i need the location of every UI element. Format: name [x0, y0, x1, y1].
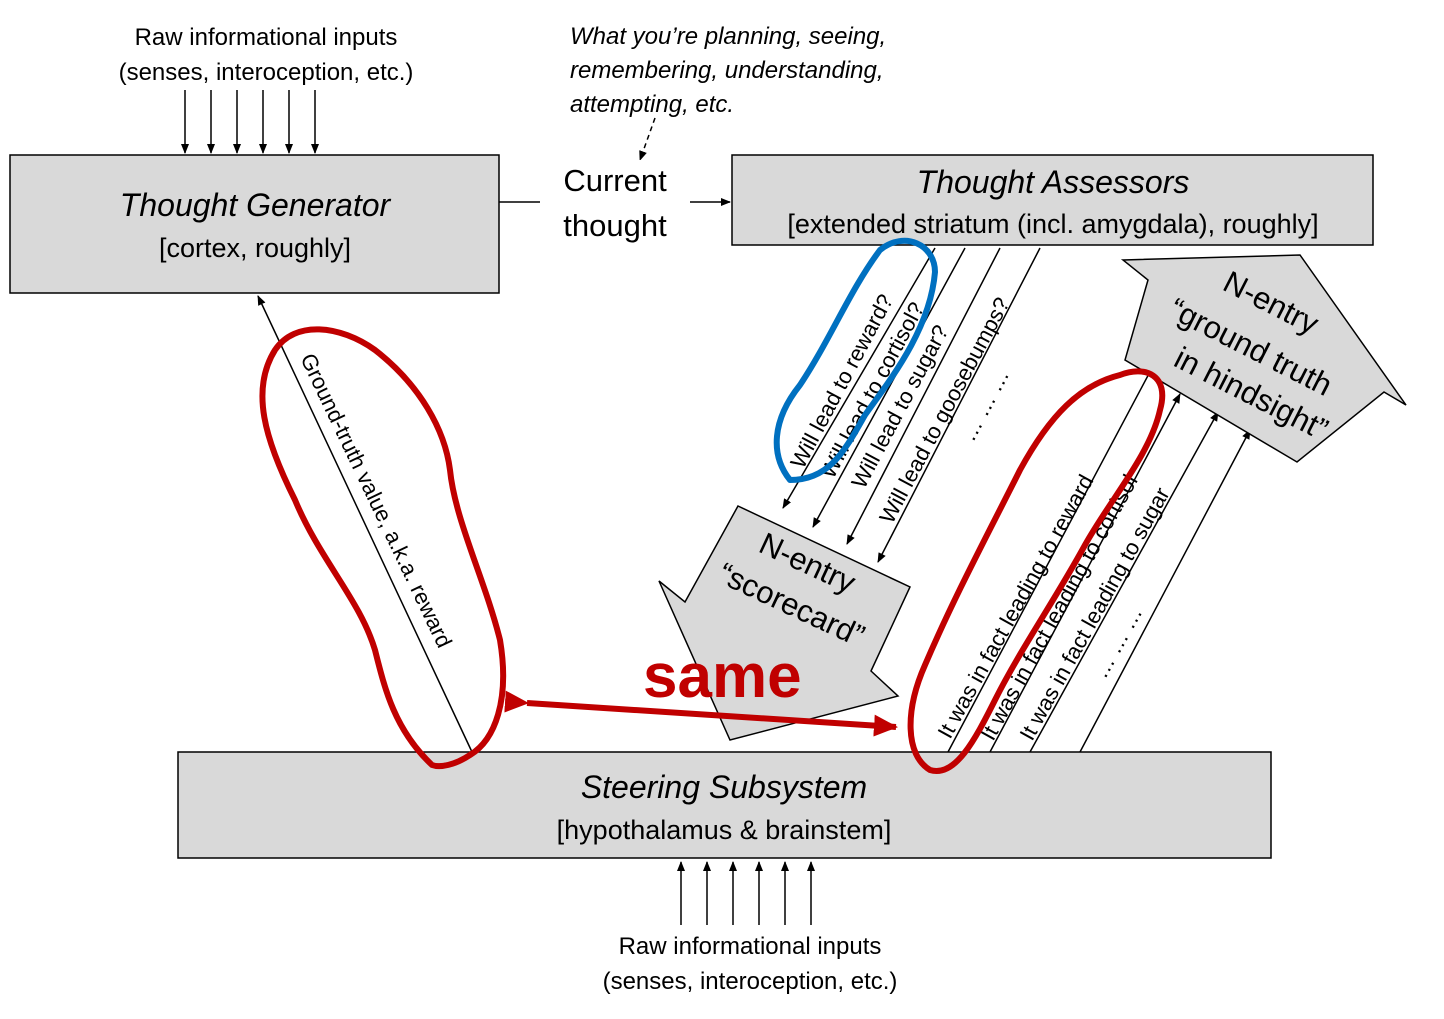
current-thought-line2: thought	[563, 208, 667, 243]
top-inputs-line1: Raw informational inputs	[135, 24, 398, 51]
annotation-line3: attempting, etc.	[570, 91, 734, 118]
annotation-line1: What you’re planning, seeing,	[570, 23, 886, 50]
red-highlight-loop-hindsight	[907, 368, 1166, 775]
steering-subsystem-subtitle: [hypothalamus & brainstem]	[557, 815, 892, 845]
assessor-output-arrows	[782, 247, 1041, 563]
steering-subsystem-title: Steering Subsystem	[581, 769, 867, 805]
reward-arrow	[257, 295, 473, 753]
current-thought-line1: Current	[563, 163, 667, 198]
annotation-line2: remembering, understanding,	[570, 57, 884, 84]
ground-truth-arrow	[1120, 254, 1407, 463]
bottom-inputs-line2: (senses, interoception, etc.)	[603, 968, 898, 995]
thought-generator-box	[9, 154, 500, 294]
current-thought-label-bg	[540, 160, 690, 248]
blue-highlight-loop	[773, 237, 938, 483]
red-highlight-loop-reward	[259, 326, 507, 770]
hindsight-arrows	[947, 367, 1251, 753]
thought-assessors-subtitle: [extended striatum (incl. amygdala), rou…	[787, 209, 1318, 239]
same-label: same	[643, 642, 802, 711]
top-input-arrows	[181, 90, 319, 154]
annotation-pointer	[639, 117, 656, 161]
bottom-inputs-line1: Raw informational inputs	[619, 933, 882, 960]
thought-generator-subtitle: [cortex, roughly]	[159, 233, 351, 263]
thought-assessors-title: Thought Assessors	[917, 164, 1190, 200]
reward-label: Ground-truth value, a.k.a. reward	[295, 349, 457, 651]
steering-subsystem-box	[177, 751, 1272, 859]
thought-generator-title: Thought Generator	[120, 187, 392, 223]
same-double-arrow	[504, 690, 898, 737]
bottom-input-arrows	[677, 861, 815, 925]
thought-assessors-box	[731, 154, 1374, 246]
top-inputs-line2: (senses, interoception, etc.)	[119, 59, 414, 86]
